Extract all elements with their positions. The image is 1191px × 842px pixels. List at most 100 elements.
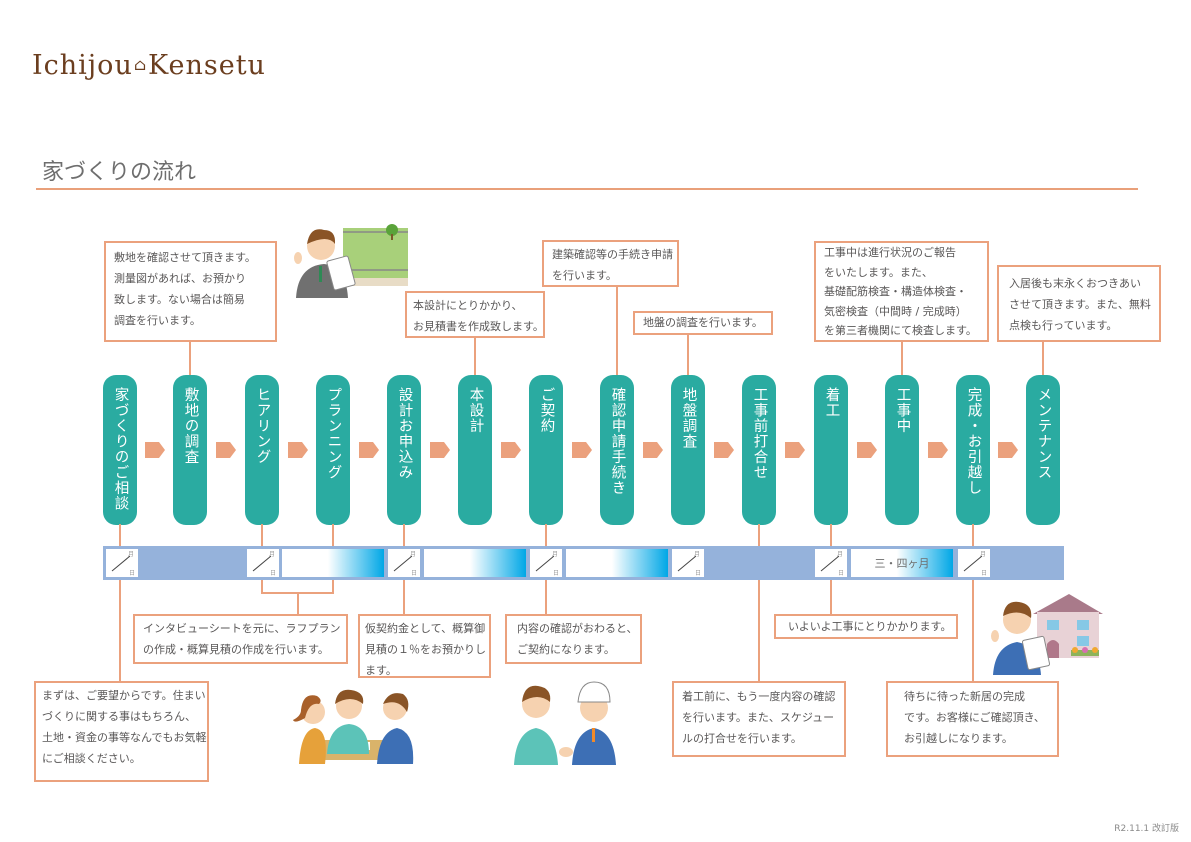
house-icon: ⌂ <box>133 55 148 74</box>
note-line: にご相談ください。 <box>42 752 141 765</box>
step-contract: ご契約 <box>529 375 563 525</box>
flow-arrow-icon <box>145 442 165 458</box>
connector-line <box>758 524 760 548</box>
connector-line <box>403 580 405 615</box>
note-line: 測量図があれば、お預かり <box>114 272 246 285</box>
illustration-salesman-lot <box>288 218 412 298</box>
month-label: 月 <box>409 551 416 558</box>
note-line: 調査を行います。 <box>114 314 201 327</box>
connector-line <box>119 580 121 681</box>
note-line: インタビューシートを元に、ラフプラン <box>143 622 341 635</box>
connector-line <box>261 580 263 593</box>
connector-line <box>901 341 903 375</box>
flow-arrow-icon <box>359 442 379 458</box>
flow-arrow-icon <box>216 442 236 458</box>
flow-arrow-icon <box>998 442 1018 458</box>
slash-icon <box>535 555 555 572</box>
connector-line <box>119 524 121 548</box>
date-field-application[interactable]: 月 日 <box>388 549 420 577</box>
date-field-hearing[interactable]: 月 日 <box>247 549 279 577</box>
revision-label: R2.11.1 改訂版 <box>1114 824 1179 834</box>
month-label: 月 <box>836 551 843 558</box>
flow-arrow-icon <box>572 442 592 458</box>
note-line: 気密検査（中間時 / 完成時） <box>824 304 967 318</box>
note-construction: 工事中は進行状況のご報告 をいたします。また、 基礎配筋検査・構造体検査・ 気密… <box>814 241 989 342</box>
note-line: お引越しになります。 <box>904 732 1013 745</box>
slash-icon <box>111 555 131 572</box>
step-consultation: 家づくりのご相談 <box>103 375 137 525</box>
connector-line <box>687 333 689 375</box>
slash-icon <box>963 555 983 572</box>
note-groundbreaking: いよいよ工事にとりかかります。 <box>774 614 958 639</box>
note-line: です。お客様にご確認頂き、 <box>904 711 1045 724</box>
day-label: 日 <box>410 570 417 577</box>
period-bar-main-design <box>424 549 526 577</box>
note-line: を行います。 <box>552 269 617 282</box>
slash-icon <box>820 555 840 572</box>
step-maintenance: メンテナンス <box>1026 375 1060 525</box>
flow-arrow-icon <box>288 442 308 458</box>
construction-period-label: 三・四ヶ月 <box>874 557 930 570</box>
connector-line <box>332 580 334 593</box>
slash-icon <box>677 555 697 572</box>
note-line: 仮契約金として、概算御 <box>365 622 486 635</box>
note-line: 点検も行っています。 <box>1009 319 1118 332</box>
connector-line <box>830 580 832 615</box>
connector-line <box>403 524 405 548</box>
note-permit: 建築確認等の手続き申請 を行います。 <box>542 240 679 287</box>
connector-line <box>830 524 832 548</box>
note-site-survey: 敷地を確認させて頂きます。 測量図があれば、お預かり 致します。ない場合は簡易 … <box>104 241 277 342</box>
connector-line <box>972 524 974 548</box>
connector-line <box>616 286 618 375</box>
month-label: 月 <box>693 551 700 558</box>
date-field-contract[interactable]: 月 日 <box>530 549 562 577</box>
illustration-handshake <box>510 680 625 765</box>
month-label: 月 <box>551 551 558 558</box>
connector-line <box>758 580 760 681</box>
note-line: 内容の確認がおわると、 <box>517 622 638 635</box>
flow-arrow-icon <box>928 442 948 458</box>
note-line: まずは、ご要望からです。住まい <box>42 689 206 702</box>
day-label: 日 <box>128 570 135 577</box>
date-field-consultation[interactable]: 月 日 <box>106 549 138 577</box>
note-maintenance: 入居後も末永くおつきあい させて頂きます。また、無料 点検も行っています。 <box>997 265 1161 342</box>
month-label: 月 <box>268 551 275 558</box>
period-bar-planning <box>282 549 384 577</box>
note-line: ます。 <box>365 664 397 677</box>
step-permit: 確認申請手続き <box>600 375 634 525</box>
note-pre-meeting: 着工前に、もう一度内容の確認 を行います。また、スケジュー ルの打合せを行います… <box>672 681 846 757</box>
date-field-completion[interactable]: 月 日 <box>958 549 990 577</box>
connector-line <box>474 336 476 375</box>
step-completion-moving: 完成・お引越し <box>956 375 990 525</box>
logo-text-left: Ichijou <box>32 50 133 81</box>
note-line: の作成・概算見積の作成を行います。 <box>143 643 329 656</box>
note-line: お見積書を作成致します。 <box>413 320 544 333</box>
note-planning: インタビューシートを元に、ラフプラン の作成・概算見積の作成を行います。 <box>133 614 348 664</box>
title-divider <box>36 188 1138 190</box>
note-line: 着工前に、もう一度内容の確認 <box>682 690 836 703</box>
note-ground: 地盤の調査を行います。 <box>633 311 773 335</box>
note-line: 土地・資金の事等なんでもお気軽 <box>42 731 207 744</box>
slash-icon <box>252 555 272 572</box>
connector-line <box>189 341 191 375</box>
note-completion: 待ちに待った新居の完成 です。お客様にご確認頂き、 お引越しになります。 <box>886 681 1059 757</box>
day-label: 日 <box>552 570 559 577</box>
flow-arrow-icon <box>501 442 521 458</box>
day-label: 日 <box>694 570 701 577</box>
note-main-design: 本設計にとりかかり、 お見積書を作成致します。 <box>405 291 545 338</box>
period-bar-permit <box>566 549 668 577</box>
step-pre-meeting: 工事前打合せ <box>742 375 776 525</box>
date-field-ground[interactable]: 月 日 <box>672 549 704 577</box>
note-line: を第三者機関にて検査します。 <box>824 324 977 337</box>
step-site-survey: 敷地の調査 <box>173 375 207 525</box>
note-contract: 内容の確認がおわると、 ご契約になります。 <box>505 614 642 664</box>
note-line: 敷地を確認させて頂きます。 <box>114 251 256 264</box>
connector-line <box>332 524 334 548</box>
date-field-groundbreaking[interactable]: 月 日 <box>815 549 847 577</box>
note-line: ご契約になります。 <box>517 643 615 656</box>
note-line: づくりに関する事はもちろん、 <box>42 710 196 723</box>
step-hearing: ヒアリング <box>245 375 279 525</box>
illustration-salesman-house <box>985 590 1105 675</box>
step-groundbreaking: 着工 <box>814 375 848 525</box>
flow-arrow-icon <box>643 442 663 458</box>
